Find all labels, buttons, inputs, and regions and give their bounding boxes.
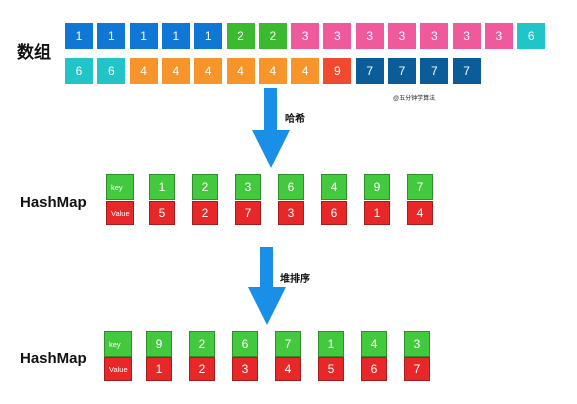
value-cell: 3 — [278, 201, 304, 225]
hashmap-label: HashMap — [20, 194, 87, 211]
array-cell: 6 — [517, 23, 546, 49]
array-cell: 4 — [226, 58, 255, 84]
value-cell: 1 — [146, 357, 172, 381]
array-cell: 1 — [97, 23, 126, 49]
array-cell: 2 — [258, 23, 287, 49]
hashmap-sorted-label: HashMap — [20, 350, 87, 367]
array-cell: 3 — [355, 23, 384, 49]
array-label: 数组 — [17, 43, 51, 62]
array-cell: 3 — [291, 23, 320, 49]
key-cell: 2 — [192, 174, 218, 200]
down-arrow-icon — [252, 88, 290, 168]
array-cell: 3 — [388, 23, 416, 49]
key-cell: 9 — [146, 331, 172, 357]
key-cell: 4 — [321, 174, 347, 200]
key-cell: 7 — [275, 331, 301, 357]
value-cell: 4 — [407, 201, 433, 225]
array-cell: 9 — [323, 58, 352, 84]
key-cell: 1 — [318, 331, 344, 357]
array-cell: 7 — [452, 58, 481, 84]
array-cell: 7 — [420, 58, 449, 84]
hash-arrow-label: 哈希 — [285, 114, 305, 125]
key-header: key — [104, 331, 132, 357]
watermark: @五分钟学算法 — [393, 96, 436, 102]
key-cell: 2 — [189, 331, 215, 357]
value-header: Value — [106, 201, 134, 225]
array-cell: 6 — [65, 58, 93, 84]
key-cell: 9 — [364, 174, 390, 200]
array-cell: 3 — [420, 23, 449, 49]
value-cell: 6 — [321, 201, 347, 225]
array-cell: 4 — [291, 58, 320, 84]
value-cell: 2 — [189, 357, 215, 381]
array-cell: 7 — [355, 58, 384, 84]
value-cell: 5 — [318, 357, 344, 381]
key-cell: 3 — [404, 331, 430, 357]
array-cell: 1 — [161, 23, 190, 49]
value-cell: 5 — [149, 201, 175, 225]
array-cell: 6 — [97, 58, 126, 84]
array-cell: 1 — [65, 23, 93, 49]
array-cell: 4 — [258, 58, 287, 84]
array-cell: 3 — [452, 23, 481, 49]
array-cell: 3 — [323, 23, 352, 49]
value-cell: 2 — [192, 201, 218, 225]
down-arrow-icon — [248, 247, 286, 325]
array-cell: 7 — [388, 58, 416, 84]
array-cell: 2 — [226, 23, 255, 49]
array-cell: 4 — [161, 58, 190, 84]
key-header: key — [106, 174, 134, 200]
heap-sort-arrow-label: 堆排序 — [280, 274, 310, 285]
array-cell: 1 — [194, 23, 223, 49]
value-cell: 6 — [361, 357, 387, 381]
value-cell: 7 — [235, 201, 261, 225]
array-cell: 4 — [194, 58, 223, 84]
value-header: Value — [104, 357, 132, 381]
key-cell: 6 — [278, 174, 304, 200]
array-cell: 1 — [129, 23, 158, 49]
key-cell: 1 — [149, 174, 175, 200]
value-cell: 4 — [275, 357, 301, 381]
key-cell: 7 — [407, 174, 433, 200]
key-cell: 3 — [235, 174, 261, 200]
key-cell: 4 — [361, 331, 387, 357]
array-cell: 4 — [129, 58, 158, 84]
value-cell: 7 — [404, 357, 430, 381]
value-cell: 1 — [364, 201, 390, 225]
key-cell: 6 — [232, 331, 258, 357]
array-cell: 3 — [484, 23, 513, 49]
value-cell: 3 — [232, 357, 258, 381]
